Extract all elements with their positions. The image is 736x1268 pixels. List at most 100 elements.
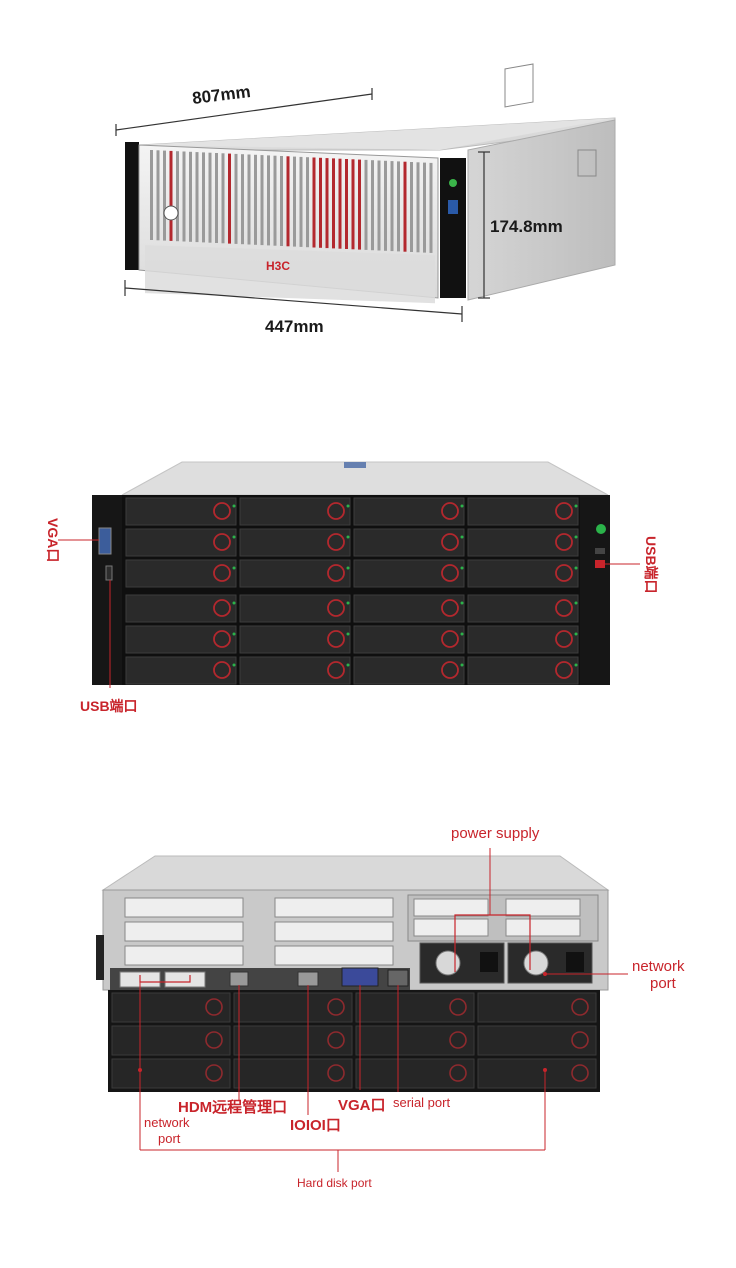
- rear-drive-bay: [233, 1058, 353, 1089]
- width-dimension-label: 447mm: [265, 317, 324, 336]
- drive-led-icon: [460, 632, 464, 636]
- drive-release-icon: [327, 630, 345, 648]
- front-drive-bay: [467, 528, 579, 557]
- drive-led-icon: [232, 663, 236, 667]
- drive-led-icon: [232, 601, 236, 605]
- power-supply-label: power supply: [451, 825, 540, 842]
- chassis-side: [467, 119, 616, 301]
- hdm-label: HDM远程管理口: [178, 1098, 287, 1116]
- bezel-fin: [156, 150, 160, 241]
- front-usb-right-label: USB端口: [643, 536, 659, 594]
- front-right-ear: [580, 495, 610, 685]
- rear-drive-bay: [111, 992, 231, 1023]
- rear-drive-bay: [477, 1058, 597, 1089]
- drive-led-icon: [460, 566, 464, 570]
- front-drive-bay: [353, 594, 465, 623]
- bezel-fin: [293, 156, 296, 247]
- rear-drive-bay: [355, 1058, 475, 1089]
- drive-led-icon: [574, 566, 578, 570]
- front-drive-bay: [467, 559, 579, 588]
- drive-led-icon: [232, 632, 236, 636]
- front-vga-label: VGA口: [45, 518, 61, 562]
- rear-drive-bay: [477, 992, 597, 1023]
- front-drive-bays: [125, 497, 579, 685]
- bezel-fin: [306, 157, 309, 248]
- bezel-fin: [299, 156, 303, 247]
- drive-led-icon: [232, 535, 236, 539]
- usb-rear-port: [297, 971, 319, 987]
- drive-release-icon: [327, 564, 345, 582]
- bezel-fin: [163, 150, 166, 241]
- rear-drive-bay: [355, 1025, 475, 1056]
- front-drive-bay: [239, 528, 351, 557]
- rear-drive-release-icon: [449, 1064, 467, 1082]
- hard-disk-port-label: Hard disk port: [297, 1176, 372, 1190]
- rear-drive-release-icon: [449, 1031, 467, 1049]
- network-port-right-line1: network: [632, 958, 685, 975]
- bezel-fin: [371, 160, 374, 251]
- drive-led-icon: [232, 566, 236, 570]
- drive-led-icon: [574, 601, 578, 605]
- isometric-server-illustration: 807mm H3C 174.8mm 447mm: [115, 63, 616, 336]
- bezel-fin: [273, 155, 277, 246]
- bezel-fin: [416, 162, 420, 253]
- front-drive-bay: [353, 497, 465, 526]
- isometric-view-panel: 807mm H3C 174.8mm 447mm: [0, 0, 736, 380]
- drive-release-icon: [441, 661, 459, 679]
- front-drive-bay: [125, 656, 237, 685]
- drive-led-icon: [346, 535, 350, 539]
- rear-drive-release-icon: [205, 1064, 223, 1082]
- drive-release-icon: [555, 564, 573, 582]
- bezel-fin: [332, 158, 335, 249]
- depth-dimension-label: 807mm: [191, 82, 251, 108]
- bezel-fin: [338, 158, 342, 249]
- rear-drive-release-icon: [571, 998, 589, 1016]
- bezel-fin: [228, 153, 231, 244]
- network-port-left-line1: network: [144, 1115, 190, 1130]
- rear-drive-release-icon: [327, 998, 345, 1016]
- bezel-fin: [390, 161, 394, 252]
- front-drive-bay: [239, 497, 351, 526]
- bezel-fin: [358, 159, 361, 250]
- rear-drive-release-icon: [327, 1031, 345, 1049]
- bezel-fin: [176, 151, 179, 242]
- bezel-fin: [150, 150, 153, 240]
- drive-release-icon: [213, 502, 231, 520]
- front-drive-bay: [467, 625, 579, 654]
- front-left-ear: [92, 495, 122, 685]
- drive-led-icon: [346, 632, 350, 636]
- serial-port-label: serial port: [393, 1095, 450, 1110]
- front-server-illustration: VGA口 USB端口 USB端口: [45, 461, 659, 714]
- front-view-panel: VGA口 USB端口 USB端口: [0, 380, 736, 760]
- drive-release-icon: [441, 533, 459, 551]
- rear-drive-release-icon: [327, 1064, 345, 1082]
- drive-led-icon: [460, 504, 464, 508]
- rear-drive-bay: [355, 992, 475, 1023]
- ioioi-label: IOIOI口: [290, 1117, 341, 1134]
- pcie-slot: [124, 945, 244, 966]
- drive-led-icon: [574, 663, 578, 667]
- width-dimension-line: [124, 287, 463, 315]
- pcie-slots: [124, 897, 394, 966]
- bezel-fin: [169, 150, 173, 241]
- drive-release-icon: [213, 661, 231, 679]
- front-drive-bay: [239, 625, 351, 654]
- drive-release-icon: [213, 533, 231, 551]
- hdm-port: [229, 971, 249, 987]
- drive-led-icon: [346, 601, 350, 605]
- bezel-fin: [410, 162, 413, 252]
- rear-chassis-top: [101, 855, 610, 891]
- bezel-fin: [286, 156, 290, 247]
- front-drive-bay: [125, 497, 237, 526]
- drive-release-icon: [327, 533, 345, 551]
- rear-drive-bay: [233, 1025, 353, 1056]
- front-drive-bay: [239, 559, 351, 588]
- bezel-fin: [377, 160, 381, 251]
- front-drive-bay: [467, 497, 579, 526]
- drive-release-icon: [327, 661, 345, 679]
- ocp-network-card-2: [164, 971, 206, 988]
- bezel-fin: [254, 154, 257, 245]
